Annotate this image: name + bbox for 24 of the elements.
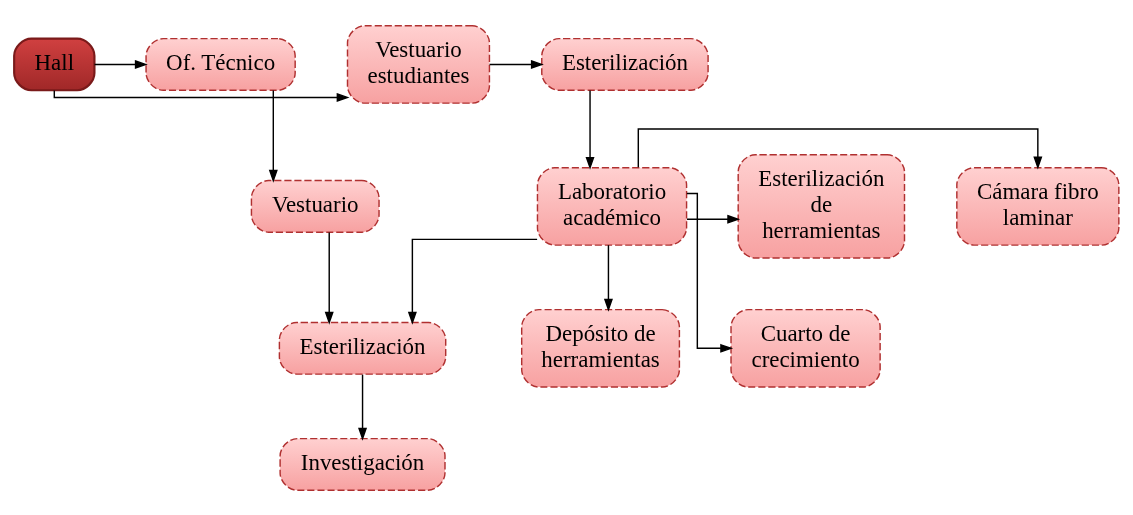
node-box: Laboratorio académico [536,166,688,246]
node-box: Esterilización [278,321,447,375]
node-box: Depósito de herramientas [521,308,681,388]
arrow [686,192,734,353]
node-box: Cámara fibro laminar [956,166,1120,246]
arrow [407,238,538,325]
arrow [53,89,350,102]
node-box: Investigación [279,437,446,491]
arrow [93,59,148,69]
node-box: Vestuario estudiantes [346,24,491,104]
arrow [488,59,544,69]
arrow [585,89,595,170]
node-box: Esterilización de herramientas [737,153,906,259]
node-box: Of. Técnico [145,37,296,91]
arrow [637,127,1043,169]
node-box: Vestuario [250,179,380,233]
arrow [268,89,278,183]
node-box: Esterilización [541,37,709,91]
arrow [603,243,613,312]
arrow [686,214,741,224]
arrow [324,231,334,325]
arrow [358,373,368,441]
node-box: Cuarto de crecimiento [730,308,881,388]
node-box: Hall [13,37,96,91]
